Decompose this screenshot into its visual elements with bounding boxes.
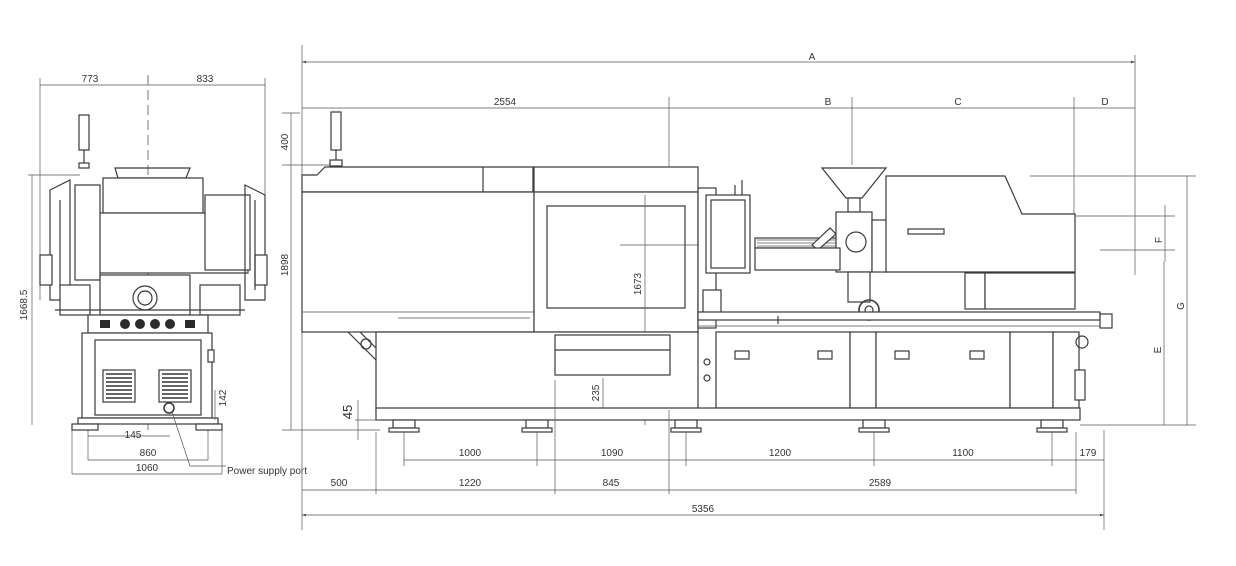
- dim-833: 833: [197, 74, 214, 85]
- dim-G: G: [1176, 302, 1187, 310]
- clamp-top-cover: [301, 166, 534, 193]
- dim-45: 45: [340, 405, 355, 419]
- dim-142: 142: [218, 389, 229, 406]
- foot-5: [1040, 419, 1064, 429]
- front-view: 773 833 1668.5: [19, 74, 307, 477]
- material-hopper: [820, 167, 888, 199]
- foot-2: [525, 419, 549, 429]
- machine-rail: [697, 311, 1101, 321]
- dim-base-2589: 2589: [869, 478, 892, 489]
- dim-D: D: [1101, 97, 1108, 108]
- dim-base-500: 500: [331, 478, 348, 489]
- side-signal-tower: [330, 111, 342, 151]
- dim-145: 145: [125, 430, 142, 441]
- dim-1060: 1060: [136, 463, 159, 474]
- dim-base-1220: 1220: [459, 478, 482, 489]
- machine-base-rail: [375, 407, 1081, 421]
- dim-overall-5356: 5356: [692, 504, 715, 515]
- cabinet-1: [715, 331, 851, 409]
- clamp-guard: [301, 191, 535, 333]
- vent-grille-left: [102, 369, 136, 403]
- foot-1: [392, 419, 416, 429]
- dim-feet-1000: 1000: [459, 448, 482, 459]
- dim-B: B: [825, 97, 832, 108]
- cabinet-2: [875, 331, 1011, 409]
- vent-grille-right: [158, 369, 192, 403]
- front-foot-right: [195, 423, 223, 431]
- dim-400: 400: [280, 133, 291, 150]
- front-foot-left: [71, 423, 99, 431]
- foot-4: [862, 419, 886, 429]
- dim-1668-5: 1668.5: [19, 289, 30, 320]
- dim-E: E: [1153, 346, 1164, 353]
- signal-tower: [78, 114, 90, 151]
- safety-door-top: [533, 166, 699, 193]
- dim-feet-1100: 1100: [952, 448, 974, 459]
- dim-1673: 1673: [633, 272, 644, 295]
- dim-feet-1200: 1200: [769, 448, 792, 459]
- foot-3: [674, 419, 698, 429]
- dim-base-845: 845: [603, 478, 620, 489]
- dim-1898: 1898: [280, 253, 291, 276]
- dim-feet-179: 179: [1080, 448, 1097, 459]
- dim-C: C: [954, 97, 961, 108]
- front-hopper: [114, 167, 191, 179]
- door-window: [546, 205, 686, 309]
- power-supply-port-label: Power supply port: [227, 466, 307, 477]
- dim-F: F: [1154, 237, 1165, 243]
- power-supply-port: [163, 402, 175, 414]
- side-view: A 2554 B C D 400 1898 1673: [280, 45, 1196, 530]
- dim-feet-1090: 1090: [601, 448, 624, 459]
- dim-2554: 2554: [494, 97, 517, 108]
- dim-773: 773: [82, 74, 99, 85]
- dim-A: A: [809, 52, 816, 63]
- dim-235: 235: [591, 384, 602, 401]
- dim-860: 860: [140, 448, 157, 459]
- injection-cover: [885, 175, 1076, 273]
